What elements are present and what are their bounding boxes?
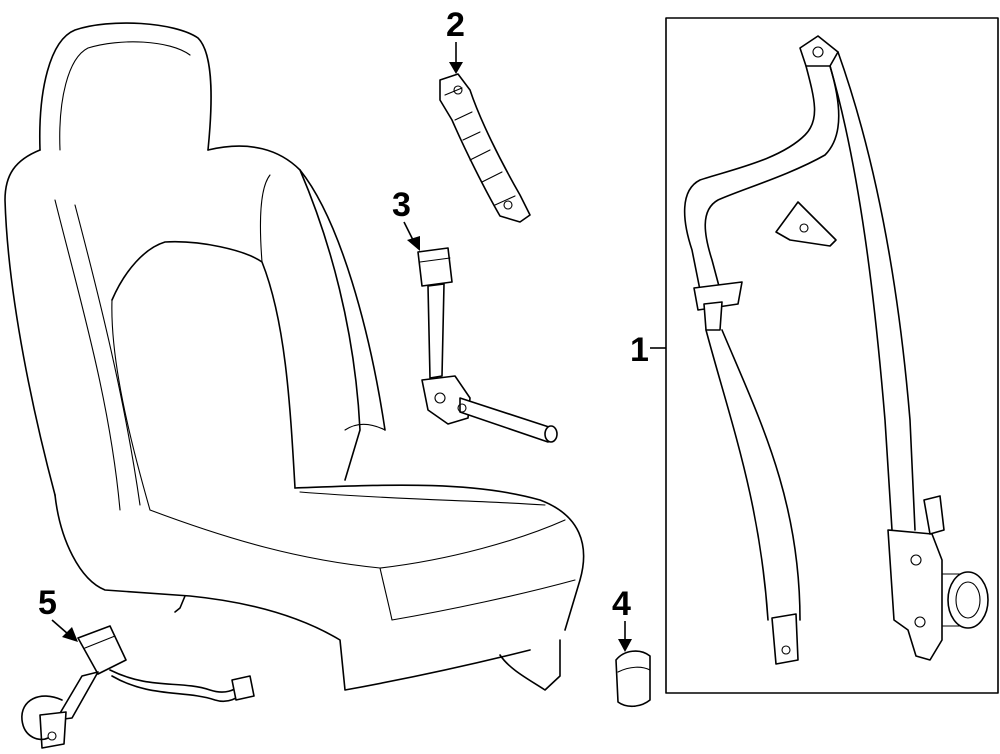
callout-5: 5	[38, 584, 78, 642]
svg-text:3: 3	[392, 186, 411, 224]
seat-belt-assembly-box	[650, 17, 999, 694]
callout-4: 4	[612, 585, 632, 652]
buckle-cover-icon	[615, 650, 651, 708]
seat-belt-assembly-icon	[683, 35, 989, 665]
height-adjuster-icon	[439, 73, 531, 223]
callout-1: 1	[630, 331, 649, 369]
svg-text:1: 1	[630, 331, 649, 369]
callout-2: 2	[446, 6, 465, 74]
seat-assembly-icon	[4, 22, 585, 691]
svg-text:4: 4	[612, 585, 631, 623]
buckle-icon	[417, 247, 558, 443]
callout-3: 3	[392, 186, 420, 251]
buckle-with-harness-icon	[21, 625, 255, 749]
svg-text:2: 2	[446, 6, 465, 44]
svg-text:5: 5	[38, 584, 57, 622]
